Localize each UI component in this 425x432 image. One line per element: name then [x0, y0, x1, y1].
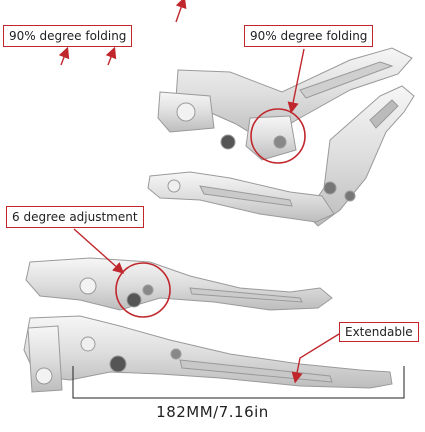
- upper-lever-pair: [147, 47, 415, 227]
- dimension-text: 182MM/7.16in: [156, 403, 269, 421]
- folding-label-right: 90% degree folding: [244, 25, 374, 47]
- callout-leaders: [73, 48, 340, 384]
- lower-lever-pair: [23, 257, 393, 393]
- callout-circles: [115, 108, 306, 318]
- extendable-label: Extendable: [339, 322, 419, 342]
- fold-arrows-left: [58, 0, 187, 66]
- adjustment-label: 6 degree adjustment: [6, 206, 144, 228]
- dimension-bracket: [72, 366, 405, 399]
- folding-label-left: 90% degree folding: [3, 25, 133, 47]
